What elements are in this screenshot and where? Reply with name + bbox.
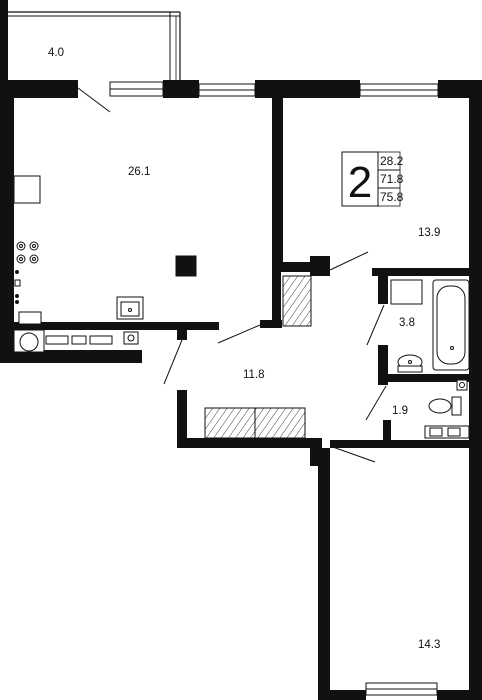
stove [16,241,39,264]
wall-hall-column [177,330,187,340]
wardrobe-bedroom [282,275,312,327]
toilet-area: 1.9 [392,405,408,417]
kitchen-living-area: 26.1 [128,166,150,178]
wall-bath-left-top [378,272,388,304]
wall-right-outer [469,80,482,700]
column [175,255,197,277]
room-count: 2 [348,158,372,207]
wall-kitchen-stub [260,320,282,328]
wall-bedroom-bottom-left [272,262,330,272]
door-toilet [365,385,387,421]
wall-toilet-left [383,420,391,448]
door-bedroom-2 [329,445,376,463]
bathroom-area: 3.8 [399,317,415,329]
wall-kitchen-bottom-outer [0,350,142,363]
total-area: 71.8 [380,172,404,186]
balcony-area: 4.0 [48,47,64,59]
wall-top-mid [163,80,199,98]
windows [109,81,439,696]
wall-column-bedroom [310,256,330,276]
room-labels: 4.0 26.1 13.9 3.8 11.8 1.9 14.3 [48,47,440,651]
door-balcony [77,87,111,113]
doors [77,87,387,463]
door-kitchen [217,324,261,344]
wall-balcony-left [0,0,8,82]
wall-hall-left [177,390,187,448]
wall-top-right [438,80,470,98]
wall-kitchen-bedroom [272,98,283,270]
wall-bottom-left [318,690,366,700]
toilet-bowl [428,398,452,414]
unit-info: 2 28.2 71.8 75.8 [341,151,404,207]
door-bathroom [366,304,385,346]
hall-area: 11.8 [243,369,265,381]
wall-kitchen-right-low [272,270,281,325]
wall-top-center [255,80,360,98]
wall-toilet-bottom [330,440,472,448]
door-bedroom-1 [329,251,369,271]
wall-bottom-right [437,690,477,700]
wall-left-outer [0,80,14,363]
wall-bedroom-bottom-right [372,268,472,276]
total-area-with-balcony: 75.8 [380,190,404,204]
wall-kitchen-bottom [14,322,219,330]
kitchen-fixtures [13,175,197,353]
bedroom-2-area: 14.3 [418,639,440,651]
wall-hall-bottom [177,438,322,448]
door-hall-entry [163,339,183,385]
balcony [8,11,181,80]
wall-bedroom2-left [318,448,330,700]
wall-top-left [0,80,78,98]
wall-bath-bottom [378,374,472,382]
living-area: 28.2 [380,154,404,168]
bathroom-fixtures [390,279,470,373]
wall-bath-left-bottom [378,345,388,385]
toilet-fixtures [424,379,470,439]
kitchen-counter [13,175,41,204]
washing-machine [390,279,423,305]
bedroom-1-area: 13.9 [418,227,440,239]
